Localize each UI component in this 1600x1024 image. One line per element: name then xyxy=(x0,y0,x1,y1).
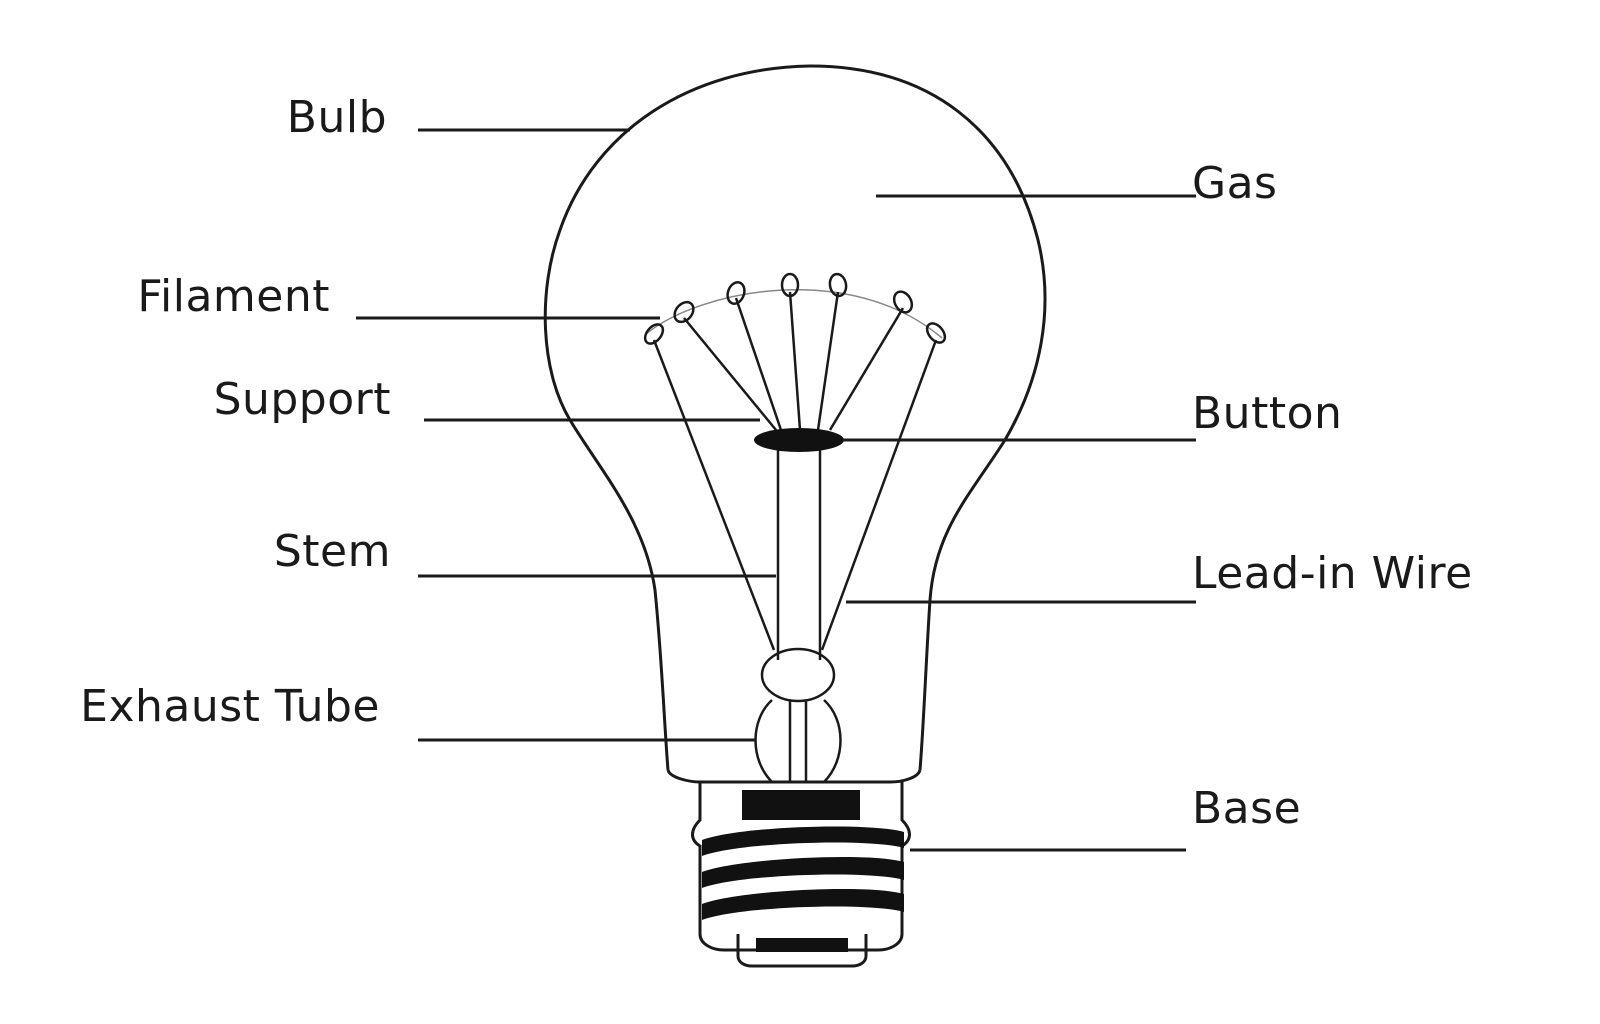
label-bulb: Bulb xyxy=(286,92,387,143)
leader-lines-left xyxy=(356,128,776,742)
label-gas: Gas xyxy=(1192,158,1278,209)
label-support: Support xyxy=(213,374,391,425)
bulb-glass-outline xyxy=(543,64,1047,771)
stem xyxy=(776,450,822,660)
exhaust-tube xyxy=(754,699,842,783)
label-stem: Stem xyxy=(273,526,391,577)
bulb-neck xyxy=(666,769,922,784)
label-lead-in-wire: Lead-in Wire xyxy=(1192,548,1473,599)
lead-in-wires xyxy=(652,339,938,651)
label-base: Base xyxy=(1192,783,1302,834)
label-exhaust-tube: Exhaust Tube xyxy=(80,681,380,732)
support-wires xyxy=(683,291,905,431)
exhaust-tube-inner xyxy=(788,700,808,782)
label-button: Button xyxy=(1192,388,1343,439)
stem-pinch xyxy=(760,647,836,703)
label-filament: Filament xyxy=(137,271,330,322)
button-disc xyxy=(754,428,844,452)
leader-lines-right xyxy=(842,194,1196,852)
base-screw xyxy=(691,782,911,968)
